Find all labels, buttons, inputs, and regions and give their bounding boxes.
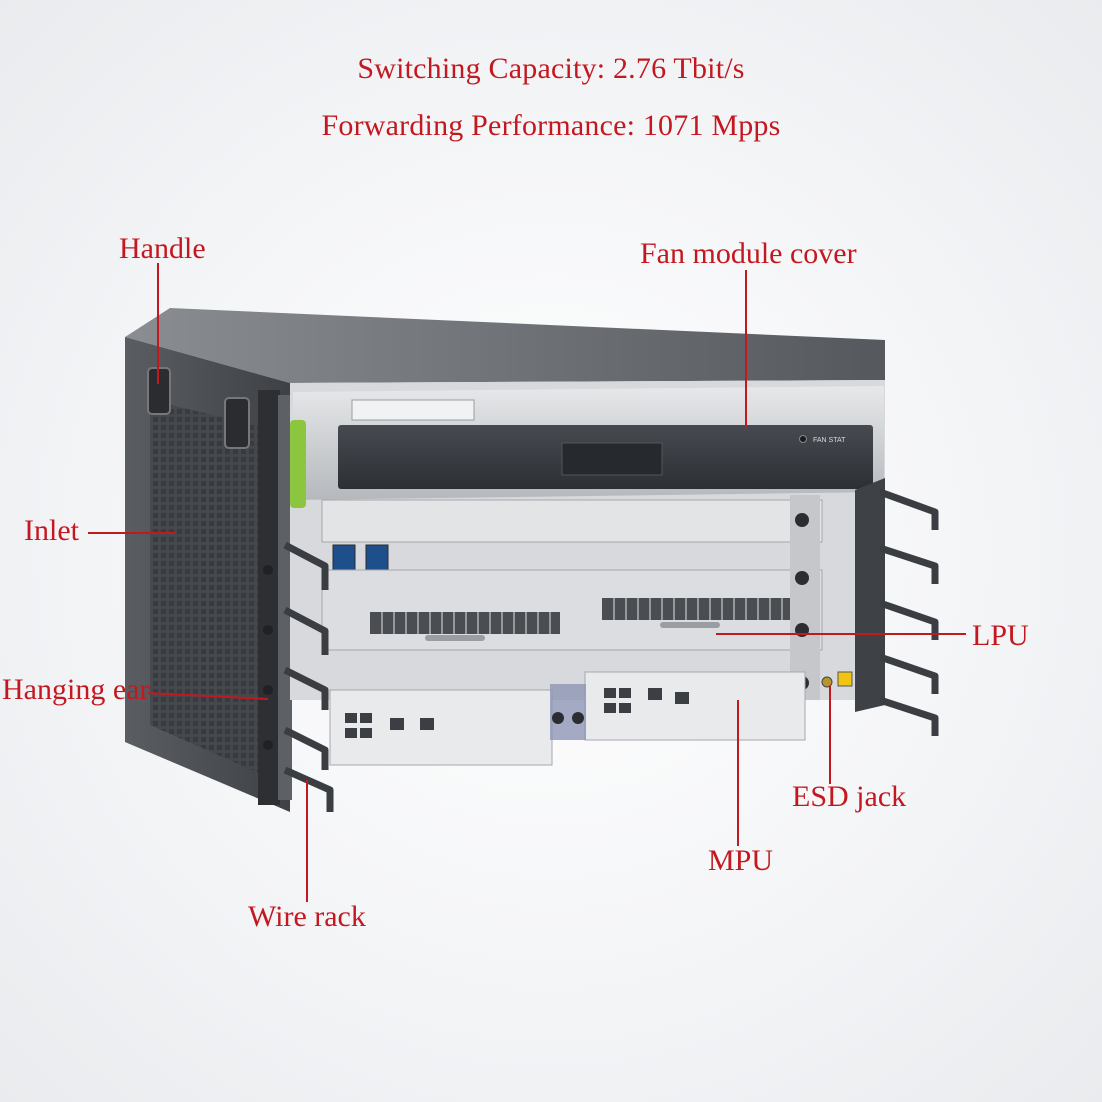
thumbscrew: [795, 513, 809, 527]
board-handle: [660, 622, 720, 628]
fan-stat-text: FAN STAT: [813, 437, 846, 444]
label-lpu: LPU: [972, 619, 1029, 652]
thumbscrew: [572, 712, 584, 724]
fan-cover-window: [561, 442, 663, 476]
label-inlet: Inlet: [24, 514, 79, 547]
esd-jack-socket: [821, 676, 833, 688]
label-hanging-ear: Hanging ear: [2, 673, 150, 706]
leader-line-hanging-ear: [147, 692, 269, 700]
leader-lines: [88, 263, 966, 902]
label-wire-rack: Wire rack: [248, 900, 366, 933]
label-mpu: MPU: [708, 844, 774, 877]
mpu-ejector: [550, 684, 586, 740]
mpu-ethernet-ports: [345, 688, 689, 738]
thumbscrew: [552, 712, 564, 724]
green-latch: [290, 420, 306, 508]
warning-label: [837, 671, 853, 687]
inlet-vent: [150, 400, 275, 780]
mpu-board-left: [329, 689, 553, 766]
thumbscrew: [795, 571, 809, 585]
label-fan-module-cover: Fan module cover: [640, 237, 857, 270]
board-handle: [425, 635, 485, 641]
chassis-top: [125, 308, 885, 383]
forwarding-performance-title: Forwarding Performance: 1071 Mpps: [321, 109, 781, 142]
fan-cover-label-slot: [351, 399, 475, 421]
sfp-cage: [332, 544, 356, 572]
wire-rack-right: [878, 488, 939, 736]
label-esd-jack: ESD jack: [792, 780, 907, 813]
side-handle: [224, 397, 250, 449]
label-handle: Handle: [119, 232, 206, 265]
left-ear-face: [278, 395, 292, 800]
wire-rack-left: [283, 541, 334, 812]
sfp-cage: [365, 544, 389, 572]
right-hanging-ear: [855, 478, 885, 712]
mpu-board-right: [584, 671, 806, 741]
switching-capacity-title: Switching Capacity: 2.76 Tbit/s: [357, 52, 745, 85]
lpu-port-dividers: [381, 598, 783, 634]
right-slot-column: [790, 495, 820, 700]
fan-status-led: [799, 435, 807, 443]
lpu-port-row: [602, 598, 792, 620]
slot-board-1: [321, 499, 823, 543]
lpu-port-row: [370, 612, 560, 634]
left-hanging-ear: [258, 390, 280, 805]
left-ear-screws: [263, 565, 273, 750]
